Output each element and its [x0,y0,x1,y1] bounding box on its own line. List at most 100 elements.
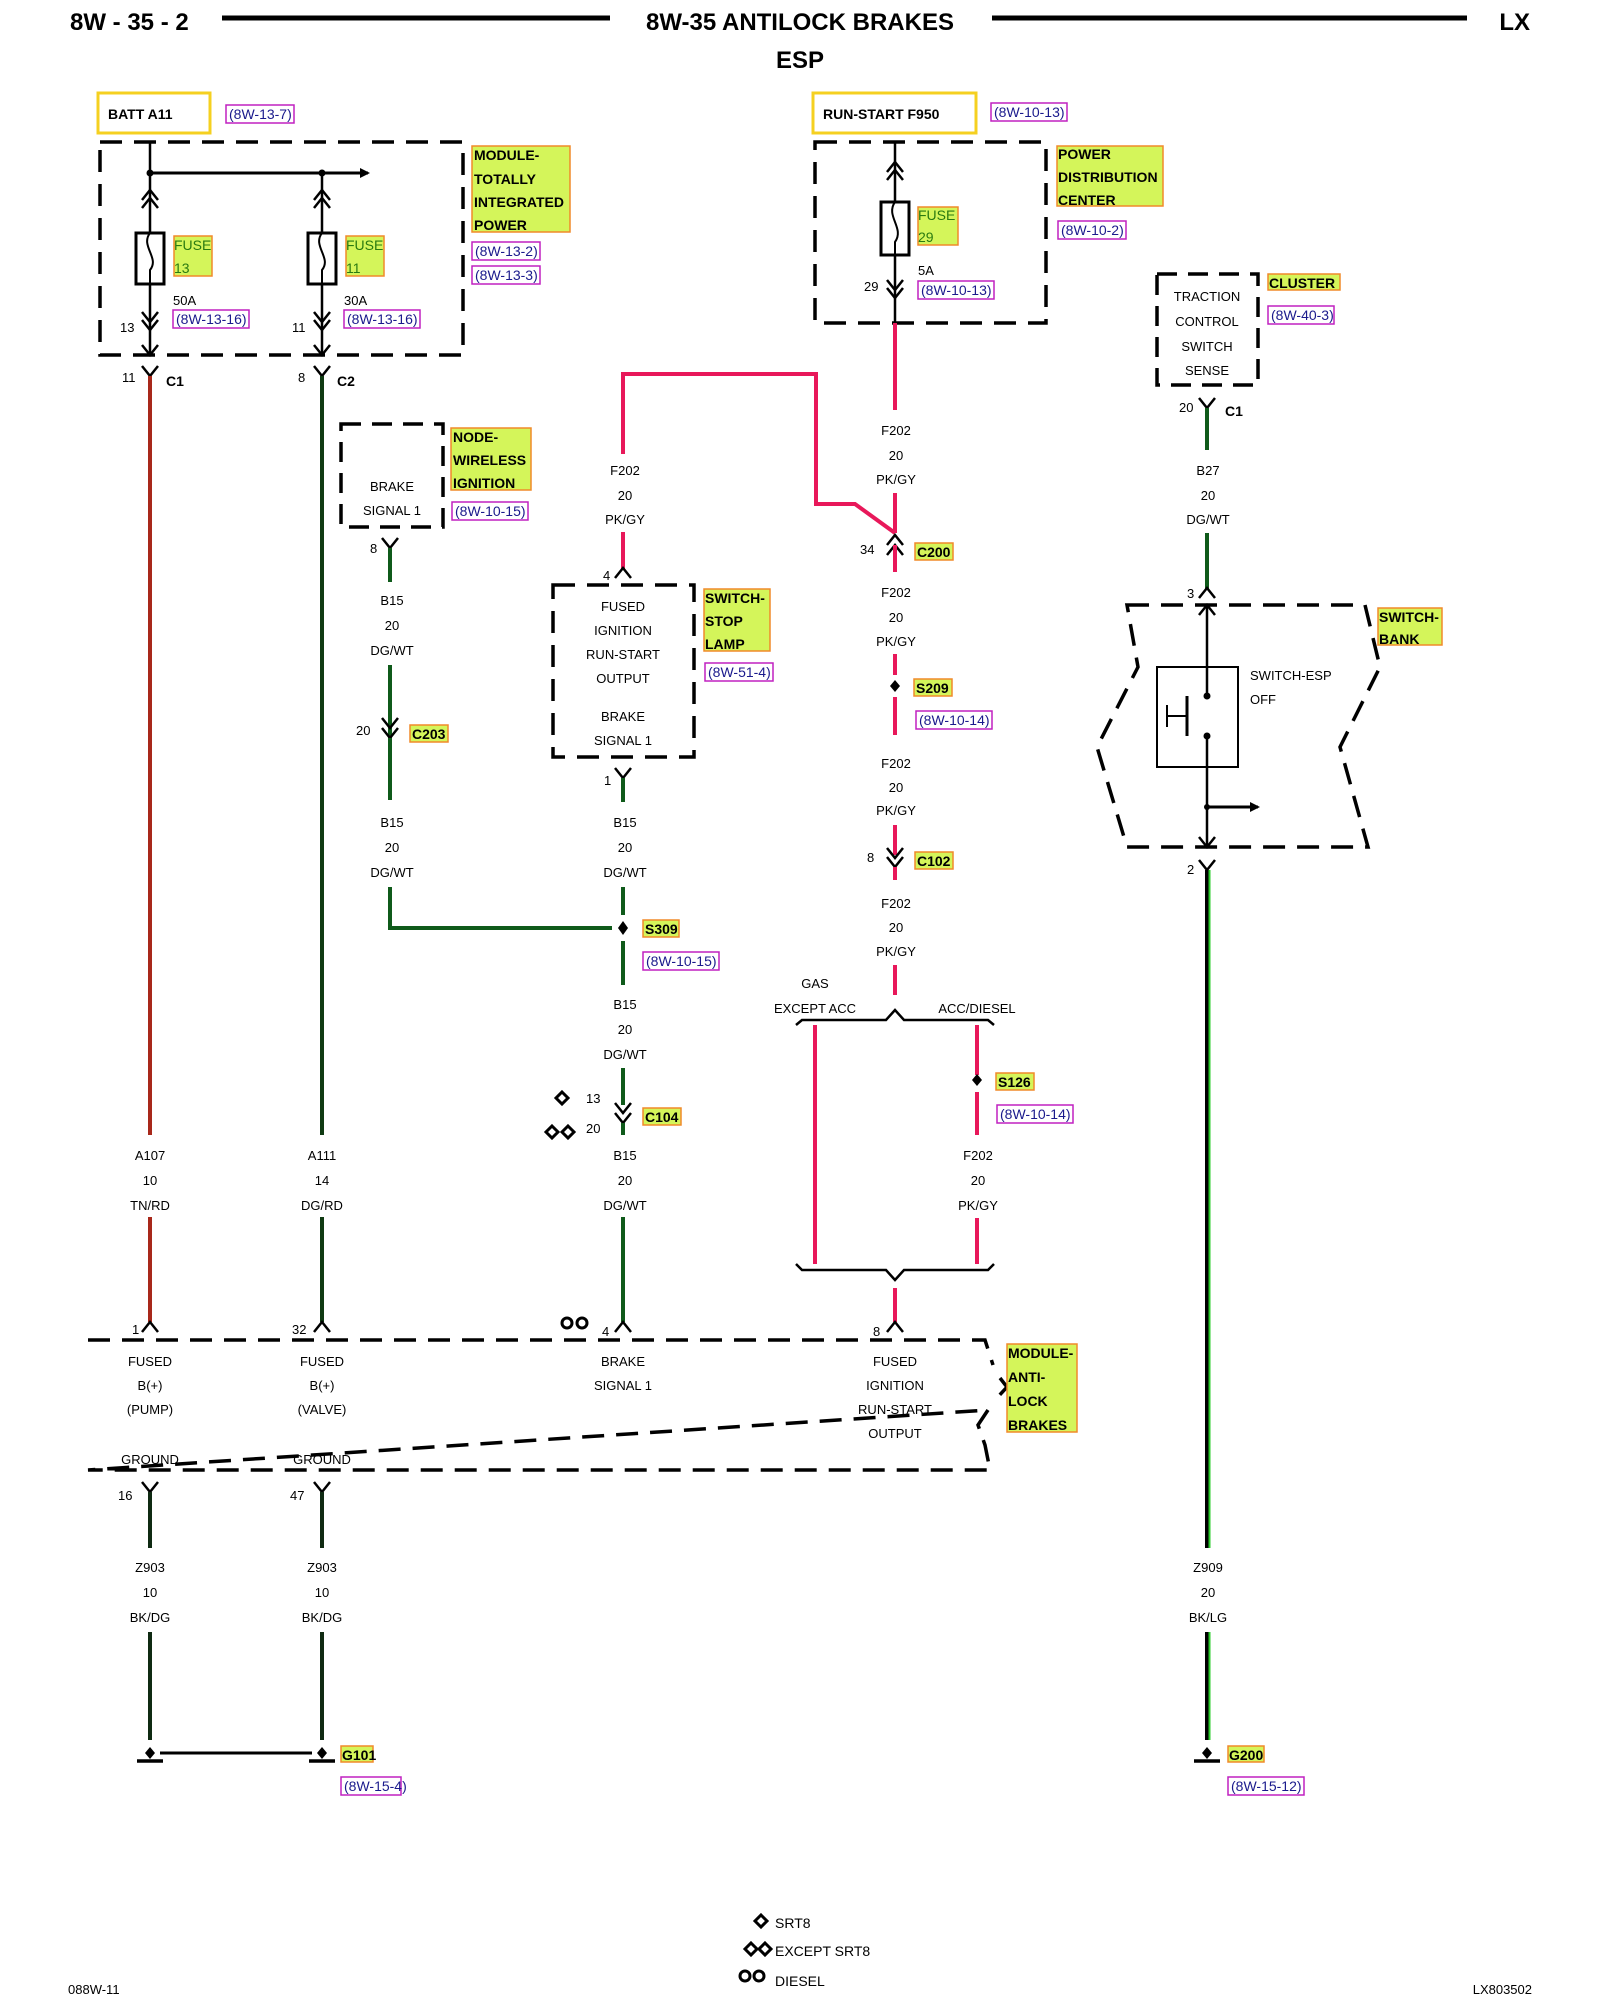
connector-chevron-icon [141,187,159,209]
wire-gauge: 20 [618,1022,632,1037]
connector-chevron-icon [886,279,904,301]
wire-color: DG/WT [370,865,413,880]
wire-b15-s309[interactable]: B15 20 DG/WT [603,941,647,1105]
abs-pin-number: 1 [132,1322,139,1337]
wire-gauge: 20 [889,610,903,625]
fuse-ref[interactable]: (8W-13-16) [347,311,418,327]
ref-box[interactable] [471,265,541,285]
ref-box[interactable] [451,501,529,521]
fuse-rating: 30A [344,293,367,308]
wire-color: BK/LG [1189,1610,1227,1625]
wire-f202-acc[interactable]: F202 20 PK/GY [958,1025,998,1264]
ref-box[interactable] [1057,220,1127,240]
tipm-ref[interactable]: (8W-13-2) [475,243,538,259]
fuse-number: 13 [174,260,190,276]
node-ref[interactable]: (8W-10-15) [455,503,526,519]
stop-lamp-name-line: SWITCH- [705,590,765,606]
ref-box[interactable] [996,1104,1074,1124]
wire-circuit: F202 [963,1148,993,1163]
wire-z903-b[interactable]: Z903 10 BK/DG [302,1492,342,1740]
fuse-ref[interactable]: (8W-13-16) [176,311,247,327]
fuse-pin: 13 [120,320,134,335]
tipm-ref[interactable]: (8W-13-3) [475,267,538,283]
wire-color: PK/GY [876,803,916,818]
legend-label: EXCEPT SRT8 [775,1943,870,1959]
wire-b27[interactable]: B27 20 DG/WT 3 [1186,408,1230,601]
abs-pin-label: OUTPUT [868,1426,922,1441]
connector-chevron-icon [886,159,904,181]
wire-f202-a[interactable]: F202 20 PK/GY [876,323,916,533]
ref-box[interactable] [915,710,993,730]
ref-box[interactable] [471,241,541,261]
ref-box[interactable] [1267,305,1335,325]
ref-box[interactable] [340,1776,402,1796]
connector-c203: 20 C203 [356,717,449,743]
ground-dot-icon [317,1747,327,1759]
connector-fork-icon [1198,397,1216,411]
abs-pin-label: B(+) [138,1378,163,1393]
wire-circuit: B15 [380,815,403,830]
stop-lamp-name-line: STOP [705,613,743,629]
abs-pin-number: 32 [292,1322,306,1337]
stop-lamp-ref[interactable]: (8W-51-4) [708,664,771,680]
batt-source-ref[interactable]: (8W-13-7) [229,106,292,122]
connector-chevron-icon [313,311,331,333]
ground-ref[interactable]: (8W-15-4) [344,1778,407,1794]
ref-box[interactable] [704,662,774,682]
run-start-box [811,91,978,135]
ref-box[interactable] [1227,1776,1305,1796]
run-start-label: RUN-START F950 [823,106,940,122]
tipm-name-line: INTEGRATED [474,194,564,210]
wire-a107[interactable]: A107 10 TN/RD [130,376,170,1322]
branch-label-acc: ACC/DIESEL [938,1001,1015,1016]
cluster-ref[interactable]: (8W-40-3) [1271,307,1334,323]
wire-b15-node2[interactable]: B15 20 DG/WT [370,738,612,930]
wire-circuit: Z903 [135,1560,165,1575]
wire-f202-d[interactable]: F202 20 PK/GY [876,867,916,995]
wire-segment[interactable] [388,887,612,930]
fuse-ref[interactable]: (8W-10-13) [921,282,992,298]
connector-fork-icon [886,1319,904,1333]
wire-f202-stop[interactable]: F202 20 PK/GY 4 [603,372,897,583]
ref-box[interactable] [225,104,295,124]
arrow-down-icon [313,344,331,358]
ground-ref[interactable]: (8W-15-12) [1231,1778,1302,1794]
connector-pin: 20 [356,723,370,738]
ref-box[interactable] [917,280,995,300]
wire-b15-stop[interactable]: B15 20 DG/WT [603,778,647,915]
legend-label: SRT8 [775,1915,811,1931]
cluster-name-box [1267,273,1341,291]
abs-ground-label: GROUND [293,1452,351,1467]
stop-lamp-pin-label: IGNITION [594,623,652,638]
wire-f202-c[interactable]: F202 20 PK/GY [876,697,916,855]
ref-box[interactable] [343,309,421,329]
node-name-line: IGNITION [453,475,515,491]
ref-box[interactable] [642,951,720,971]
abs-name-line: LOCK [1008,1393,1048,1409]
wire-gauge: 10 [143,1173,157,1188]
splice-ref[interactable]: (8W-10-14) [919,712,990,728]
wire-b15-c104[interactable]: B15 20 DG/WT [603,1123,647,1322]
fuse-label-box [173,235,213,277]
connector-pin: 8 [370,541,377,556]
wire-f202-b[interactable]: F202 20 PK/GY [876,545,916,675]
abs-pin-label: SIGNAL 1 [594,1378,652,1393]
run-start-ref[interactable]: (8W-10-13) [994,104,1065,120]
wire-b15-node[interactable]: B15 20 DG/WT [370,548,414,800]
ref-box[interactable] [990,102,1068,122]
wire-z909[interactable]: Z909 20 BK/LG [1189,870,1227,1740]
tipm-module: MODULE- TOTALLY INTEGRATED POWER (8W-13-… [98,140,571,358]
switch-label: OFF [1250,692,1276,707]
splice-ref[interactable]: (8W-10-14) [1000,1106,1071,1122]
wire-a111[interactable]: A111 14 DG/RD [301,376,343,1322]
wire-z903-a[interactable]: Z903 10 BK/DG [130,1492,170,1740]
abs-name-box [1006,1343,1078,1433]
fuse-element-icon [318,232,326,284]
wire-segment[interactable] [621,372,897,535]
abs-ground-pin: 16 [118,1488,132,1503]
splice-ref[interactable]: (8W-10-15) [646,953,717,969]
wire-circuit: A107 [135,1148,165,1163]
pdc-ref[interactable]: (8W-10-2) [1061,222,1124,238]
ref-box[interactable] [172,309,250,329]
tipm-name-line: TOTALLY [474,171,537,187]
